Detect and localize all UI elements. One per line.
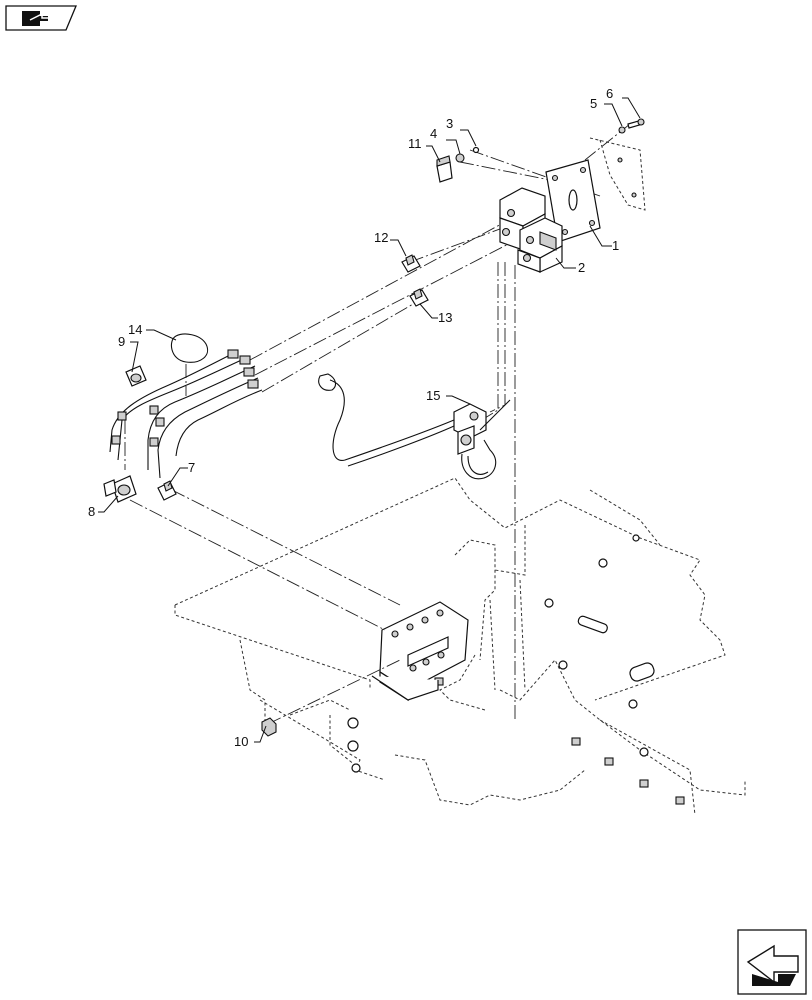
straight-fitting-item-7 xyxy=(157,480,177,501)
callout-7: 7 xyxy=(188,460,195,475)
control-valve-block xyxy=(371,601,469,702)
next-page-arrow-icon[interactable] xyxy=(737,929,807,995)
elbow-fitting-item-9 xyxy=(125,365,147,387)
assembly-center-lines xyxy=(129,123,631,725)
callout-9: 9 xyxy=(118,334,125,349)
callout-13: 13 xyxy=(438,310,452,325)
callout-4: 4 xyxy=(430,126,437,141)
mounting-bracket xyxy=(589,137,646,211)
callout-8: 8 xyxy=(88,504,95,519)
bolt-item-6 xyxy=(627,118,645,129)
hose-bundle-item-14 xyxy=(109,333,263,479)
callout-14: 14 xyxy=(128,322,142,337)
callout-3: 3 xyxy=(446,116,453,131)
washer-item-5 xyxy=(618,126,626,134)
tee-fitting-item-8 xyxy=(103,475,137,503)
callout-12: 12 xyxy=(374,230,388,245)
callout-15: 15 xyxy=(426,388,440,403)
callout-10: 10 xyxy=(234,734,248,749)
callout-1: 1 xyxy=(612,238,619,253)
book-arrow-icon[interactable] xyxy=(5,5,77,31)
callout-5: 5 xyxy=(590,96,597,111)
nut-item-10 xyxy=(261,717,277,737)
callout-6: 6 xyxy=(606,86,613,101)
mounting-plate xyxy=(545,159,601,243)
callout-labels: 1 2 3 4 5 6 7 8 9 10 11 12 13 14 15 xyxy=(88,86,619,749)
solenoid-harness-item-15 xyxy=(318,373,511,480)
washer-item-4 xyxy=(455,153,465,163)
callout-2: 2 xyxy=(578,260,585,275)
machine-frame xyxy=(174,477,746,816)
fitting-item-13 xyxy=(409,288,429,307)
bolt-item-3 xyxy=(472,146,480,154)
callout-11: 11 xyxy=(408,136,422,151)
fitting-item-12 xyxy=(401,254,421,273)
cap-nut-item-11 xyxy=(436,155,453,183)
solenoid-valve-stack xyxy=(499,187,563,273)
leader-lines xyxy=(98,97,641,743)
